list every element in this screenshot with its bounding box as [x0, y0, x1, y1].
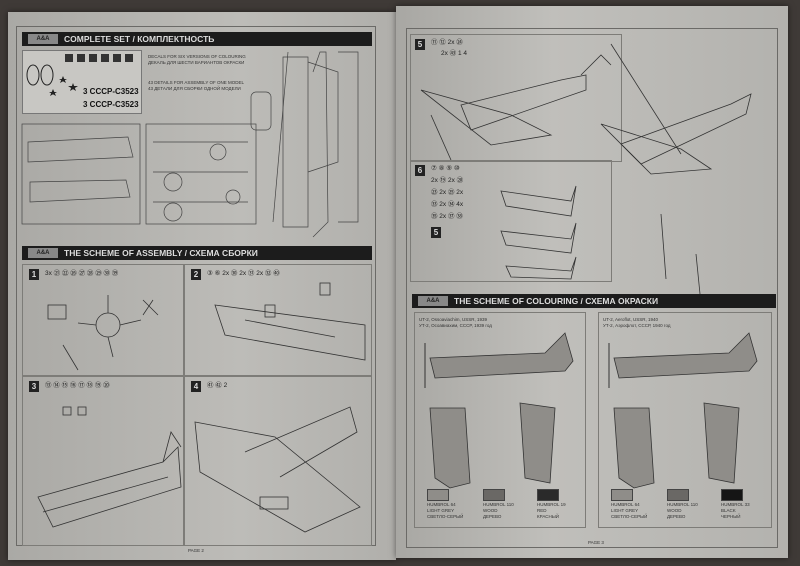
page-number: PAGE 2 — [188, 548, 204, 553]
wing-drawing — [194, 406, 361, 533]
step-parts: 3x ㉑ ㉒ ㉖ ㉗ ㉘ ㉙ ㉚ ㊴ — [45, 270, 119, 277]
colour-ru: ДЕРЕВО — [667, 514, 686, 520]
section-title: THE SCHEME OF ASSEMBLY / СХЕМА СБОРКИ — [64, 248, 258, 258]
step-parts: 2x ⑲ 2x ⑳ — [431, 177, 464, 184]
colour-name: HUMBROL 19 — [537, 502, 566, 507]
decal-note-en: DECALS FOR SIX VERSIONS OF COLOURING — [148, 54, 246, 59]
step-parts: ⑬ ⑭ ⑮ ⑯ ⑰ ⑱ ⑲ ⑳ — [45, 382, 110, 389]
colour-en: LIGHT GREY — [611, 508, 639, 514]
step-number: 5 — [415, 39, 425, 50]
colour-swatch-b — [667, 489, 689, 501]
assembly-step-4: 4 ㊶ ㊷ 2 — [184, 376, 372, 546]
colouring-header: A&A THE SCHEME OF COLOURING / СХЕМА ОКРА… — [412, 294, 776, 308]
step-ref: 5 — [431, 227, 441, 238]
assembly-step-3: 3 ⑬ ⑭ ⑮ ⑯ ⑰ ⑱ ⑲ ⑳ — [22, 376, 184, 546]
parts-note-ru: 43 ДЕТАЛИ ДЛЯ СБОРКИ ОДНОЙ МОДЕЛИ — [148, 86, 241, 92]
decal-note-ru: ДЕКАЛЬ ДЛЯ ШЕСТИ ВАРИАНТОВ ОКРАСКИ — [148, 60, 245, 66]
aircraft-profile-drawing — [424, 332, 574, 489]
colour-en: WOOD — [667, 508, 682, 514]
step-number: 2 — [191, 269, 201, 280]
assembly-step-2: 2 ③ ⑥ 2x ㉚ 2x ㉛ 2x ㉜ ㊵ — [184, 264, 372, 376]
step-number: 4 — [191, 381, 201, 392]
colour-swatch-a — [611, 489, 633, 501]
colour-name: HUMBROL 33 — [721, 502, 750, 507]
step-number: 3 — [29, 381, 39, 392]
section-title: THE SCHEME OF COLOURING / СХЕМА ОКРАСКИ — [454, 296, 659, 306]
colour-swatch-c — [537, 489, 559, 501]
section-title: COMPLETE SET / КОМПЛЕКТНОСТЬ — [64, 34, 215, 44]
aircraft-profile-drawing — [608, 332, 758, 489]
colour-swatch-c — [721, 489, 743, 501]
step-parts: ㊶ ㊷ 2 — [207, 382, 228, 389]
colour-en: LIGHT GREY — [427, 508, 455, 514]
colour-en: BLACK — [721, 508, 736, 514]
right-page: 5 ⑪ ⑫ 2x ㉔ 2x ㊸ 1 4 6 ⑦ ⑧ ⑨ ⑩ 2x ⑲ 2x ⑳ … — [396, 6, 788, 558]
step-number: 1 — [29, 269, 39, 280]
fuselage-drawing — [37, 406, 182, 528]
step-parts: ⑦ ⑧ ⑨ ⑩ — [431, 165, 460, 172]
colour-ru: СВЕТЛО-СЕРЫЙ — [427, 514, 464, 520]
decal-registration: 3 СССР-С3523 — [83, 100, 139, 109]
variant-caption-en: UT-2, Ossoaviachim, USSR, 1939 — [419, 317, 488, 322]
page-number: PAGE 3 — [588, 540, 604, 545]
step-parts: ③ ⑥ 2x ㉚ 2x ㉛ 2x ㉜ ㊵ — [207, 270, 280, 277]
variant-caption-en: UT-2, Aeroflot, USSR, 1940 — [603, 317, 659, 322]
brand-logo: A&A — [418, 296, 448, 306]
cockpit-drawing — [214, 282, 366, 361]
undercarriage-drawing — [500, 185, 577, 280]
assembly-step-5: 5 ⑪ ⑫ 2x ㉔ 2x ㊸ 1 4 — [410, 34, 622, 162]
variant-caption-ru: УТ-2, Аэрофлот, СССР, 1940 год — [603, 323, 671, 329]
decal-registration: 3 СССР-С3523 — [83, 87, 139, 96]
step-parts: ㉟ 2x ㊲ ㊳ — [431, 213, 463, 220]
step-parts: ⑪ ⑫ 2x ㉔ — [431, 39, 463, 46]
decal-sheet: 3 СССР-С3523 3 СССР-С3523 — [22, 50, 142, 114]
page-border — [406, 28, 778, 548]
left-page: A&A COMPLETE SET / КОМПЛЕКТНОСТЬ 3 СССР-… — [8, 12, 396, 560]
step-number: 6 — [415, 165, 425, 176]
decal-graphics — [26, 54, 133, 96]
colour-ru: КРАСНЫЙ — [537, 514, 559, 520]
parts-note-en: 43 DETAILS FOR ASSEMBLY OF ONE MODEL — [148, 80, 245, 85]
colour-name: HUMBROL 64 — [427, 502, 456, 507]
assembly-header: A&A THE SCHEME OF ASSEMBLY / СХЕМА СБОРК… — [22, 246, 372, 260]
colour-ru: ДЕРЕВО — [483, 514, 502, 520]
assembly-step-6: 6 ⑦ ⑧ ⑨ ⑩ 2x ⑲ 2x ⑳ ㉓ 2x ㉕ 2x ㉝ 2x ㉞ 4x … — [410, 160, 612, 282]
variant-caption-ru: УТ-2, Осоавиахим, СССР, 1939 год — [419, 323, 492, 329]
brand-logo: A&A — [28, 34, 58, 44]
colour-ru: СВЕТЛО-СЕРЫЙ — [611, 514, 648, 520]
step-parts: ㉝ 2x ㉞ 4x — [431, 201, 464, 208]
colour-swatch-a — [427, 489, 449, 501]
step5-exploded-drawing — [600, 43, 752, 305]
colour-en: WOOD — [483, 508, 498, 514]
colour-name: HUMBROL 110 — [667, 502, 698, 507]
colour-swatch-b — [483, 489, 505, 501]
complete-set-header: A&A COMPLETE SET / КОМПЛЕКТНОСТЬ — [22, 32, 372, 46]
colour-name: HUMBROL 64 — [611, 502, 640, 507]
colour-en: RED — [537, 508, 547, 514]
brand-logo: A&A — [28, 248, 58, 258]
colour-ru: ЧЕРНЫЙ — [721, 514, 741, 520]
sprue-drawings — [21, 51, 359, 238]
engine-drawing — [47, 295, 159, 371]
colour-name: HUMBROL 110 — [483, 502, 514, 507]
step-parts: ㉓ 2x ㉕ 2x — [431, 189, 464, 196]
step-parts: 2x ㊸ 1 4 — [441, 50, 468, 57]
step5-drawing — [420, 54, 612, 161]
assembly-step-1: 1 3x ㉑ ㉒ ㉖ ㉗ ㉘ ㉙ ㉚ ㊴ — [22, 264, 184, 376]
